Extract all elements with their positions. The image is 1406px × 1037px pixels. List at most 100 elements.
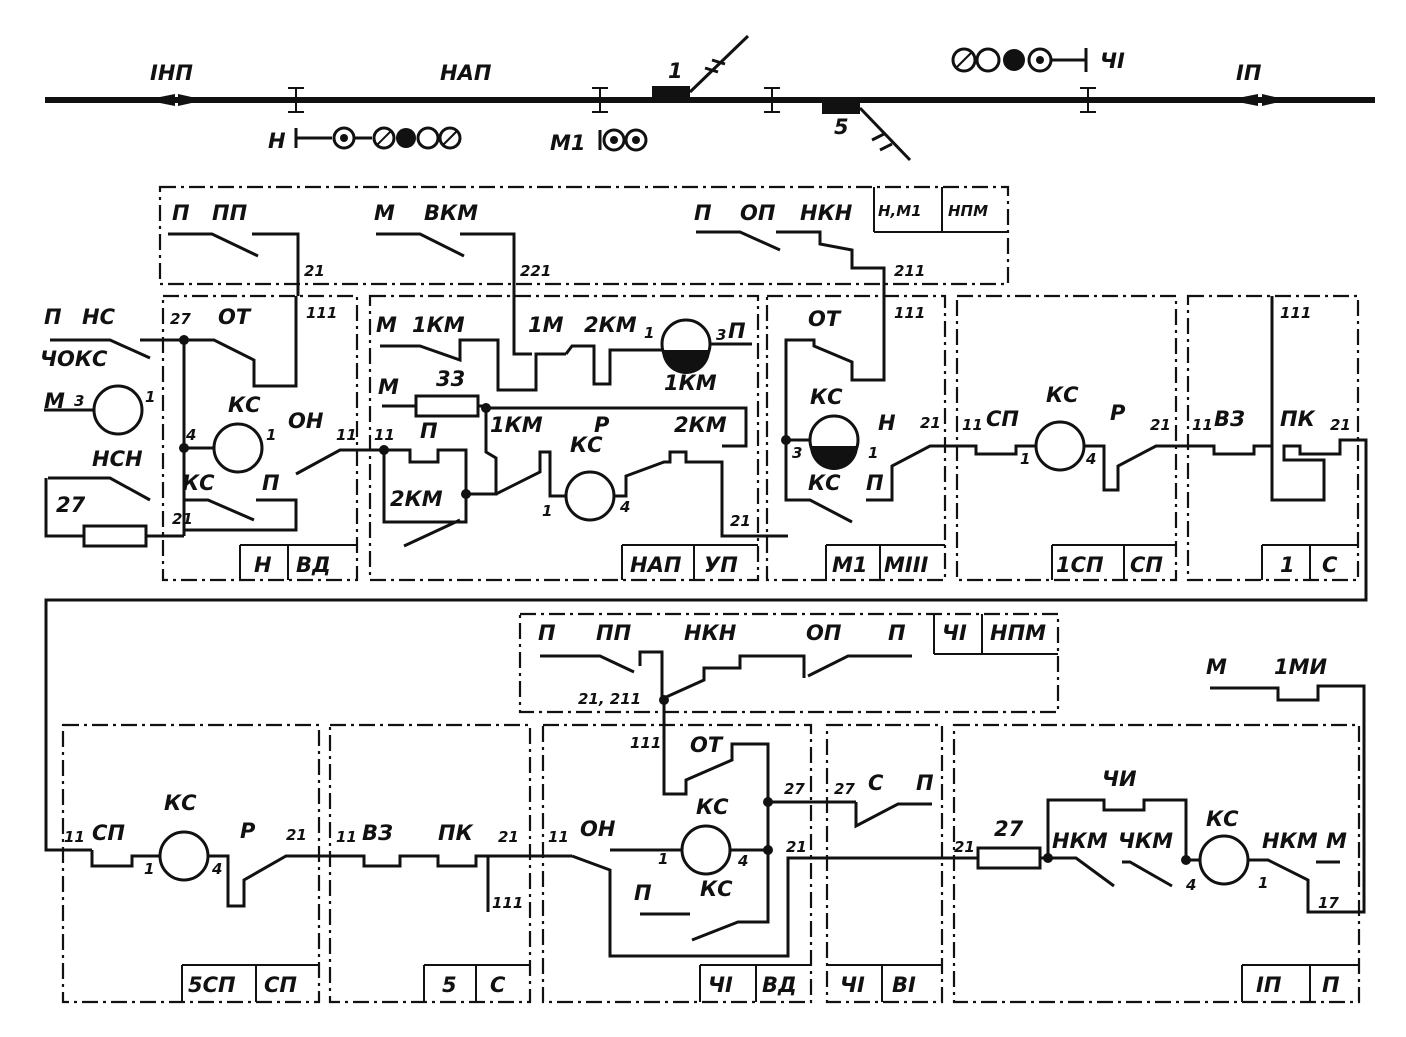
circuit-label: ЧКМ bbox=[1118, 829, 1173, 853]
relay-coil-ks-1sp bbox=[1034, 420, 1086, 472]
circuit-label: 1 bbox=[145, 388, 155, 406]
relay-coil-ks-5sp bbox=[158, 830, 210, 882]
circuit-label: П bbox=[888, 621, 906, 645]
top-relay-panel: П ПП 21 М ВКМ 221 П ОП НКН 211 Н,М1 НПМ bbox=[168, 187, 1008, 296]
circuit-label: С bbox=[868, 771, 884, 795]
circuit-label: 11 bbox=[1192, 416, 1213, 434]
circuit-label: НКМ bbox=[1052, 829, 1108, 853]
block-1sp-sp bbox=[955, 294, 1178, 582]
circuit-label: П bbox=[538, 621, 556, 645]
tag-sp-2: СП bbox=[264, 973, 297, 997]
switch-5-block bbox=[822, 100, 860, 114]
signal-n: Н bbox=[268, 126, 462, 153]
circuit-label: 1КМ bbox=[412, 313, 465, 337]
circuit-label: 11 bbox=[64, 828, 85, 846]
circuit-label: НКН bbox=[684, 621, 737, 645]
circuit-label: М bbox=[374, 201, 395, 225]
circuit-label: 1М bbox=[528, 313, 564, 337]
circuit-label: 1 bbox=[1258, 874, 1268, 892]
circuit-label: 1 bbox=[542, 502, 552, 520]
block-5-s bbox=[328, 723, 532, 1004]
circuit-label: ОП bbox=[740, 201, 776, 225]
circuit-label: 4 bbox=[1085, 450, 1096, 468]
circuit-label: ОТ bbox=[808, 307, 842, 331]
circuit-label: 2КМ bbox=[390, 487, 443, 511]
signal-chi: ЧI bbox=[951, 47, 1125, 73]
circuit-label: ОН bbox=[288, 409, 324, 433]
circuit-label: 33 bbox=[436, 367, 465, 391]
circuit-label: НКН bbox=[800, 201, 853, 225]
arrow-right-icon bbox=[1228, 94, 1258, 106]
circuit-label: КС bbox=[164, 791, 197, 815]
circuit-label: М bbox=[1326, 829, 1347, 853]
circuit-label: М bbox=[376, 313, 397, 337]
circuit-label: Н bbox=[268, 129, 286, 153]
circuit-label: 21 bbox=[920, 414, 941, 432]
circuit-label: 1 bbox=[144, 860, 154, 878]
circuit-label: 1КМ bbox=[490, 413, 543, 437]
circuit-label: П bbox=[44, 305, 62, 329]
block-outlines bbox=[61, 185, 1361, 1004]
tag-5sp: 5СП bbox=[188, 973, 236, 997]
circuit-label: 21 bbox=[954, 838, 975, 856]
circuit-label: 4 bbox=[185, 426, 196, 444]
tag-miii: МIII bbox=[884, 553, 929, 577]
circuit-label: 4 bbox=[737, 852, 748, 870]
circuit-label: 1 bbox=[644, 324, 654, 342]
nap-up-circuit: М 1КМ 1М 2КМ 1 3 П 1КМ М 33 11 П 1КМ Р 2… bbox=[374, 296, 758, 580]
circuit-label: 21 bbox=[1150, 416, 1171, 434]
block-1-s bbox=[1186, 294, 1360, 582]
tag-1sp: 1СП bbox=[1056, 553, 1104, 577]
circuit-label: 27 bbox=[784, 780, 805, 798]
switch-1-branch bbox=[688, 34, 750, 94]
insulating-joint-icon bbox=[288, 87, 1096, 113]
circuit-label: П bbox=[866, 471, 884, 495]
relay-coil-ks-ip bbox=[1198, 834, 1250, 886]
circuit-label: ПК bbox=[438, 821, 474, 845]
block-ip-p bbox=[952, 723, 1361, 1004]
circuit-label: 4 bbox=[1185, 876, 1196, 894]
ip-p-circuit: 21 27 ЧИ НКМ ЧКМ КС НКМ М 4 1 17 IП П bbox=[954, 767, 1359, 1002]
circuit-label: КС bbox=[810, 385, 843, 409]
switch-1-label: 1 bbox=[668, 59, 683, 83]
circuit-label: Р bbox=[240, 819, 256, 843]
circuit-label: 221 bbox=[520, 262, 551, 280]
circuit-label: 1 bbox=[868, 444, 878, 462]
circuit-label: 21 bbox=[304, 262, 325, 280]
circuit-label: 111 bbox=[630, 734, 661, 752]
circuit-label: ЧИ bbox=[1102, 767, 1137, 791]
block-n-vd bbox=[161, 294, 359, 582]
circuit-label: 1 bbox=[1020, 450, 1030, 468]
circuit-label: М1 bbox=[550, 131, 586, 155]
circuit-label: 27 bbox=[170, 310, 191, 328]
circuit-label: 2КМ bbox=[674, 413, 727, 437]
arrow-left-icon bbox=[178, 94, 205, 106]
tag-npm-2: НПМ bbox=[990, 621, 1046, 645]
resistor-27 bbox=[82, 524, 148, 548]
circuit-label: КС bbox=[228, 393, 261, 417]
switch-5-branch bbox=[858, 106, 912, 162]
circuit-label: ВКМ bbox=[424, 201, 478, 225]
circuit-label: ОТ bbox=[218, 305, 252, 329]
circuit-label: 4 bbox=[619, 498, 630, 516]
tag-s: С bbox=[1322, 553, 1338, 577]
tag-ip: IП bbox=[1256, 973, 1282, 997]
signal-m1: М1 bbox=[550, 128, 648, 155]
chi-vd-circuit: 111 ОТ 11 ОН КС 1 4 27 П КС 21 ЧI ВД bbox=[548, 700, 954, 1002]
tag-chi: ЧI bbox=[942, 621, 967, 645]
circuit-label: ВЗ bbox=[362, 821, 393, 845]
relay-coil-ks-nap bbox=[564, 470, 616, 522]
circuit-label: 4 bbox=[211, 860, 222, 878]
circuit-label: М bbox=[1206, 655, 1227, 679]
circuit-label: КС bbox=[1046, 383, 1079, 407]
arrow-right-icon bbox=[145, 94, 175, 106]
circuit-label: Р bbox=[594, 413, 610, 437]
s5-circuit: 11 ВЗ ПК 21 111 5 С bbox=[336, 821, 572, 1002]
circuit-label: 111 bbox=[1280, 304, 1311, 322]
block-m1-miii bbox=[765, 294, 947, 582]
tag-vd: ВД bbox=[296, 553, 331, 577]
circuit-label: 1КМ bbox=[664, 371, 717, 395]
block-nap-up bbox=[368, 294, 760, 582]
circuit-label: КС bbox=[570, 433, 603, 457]
